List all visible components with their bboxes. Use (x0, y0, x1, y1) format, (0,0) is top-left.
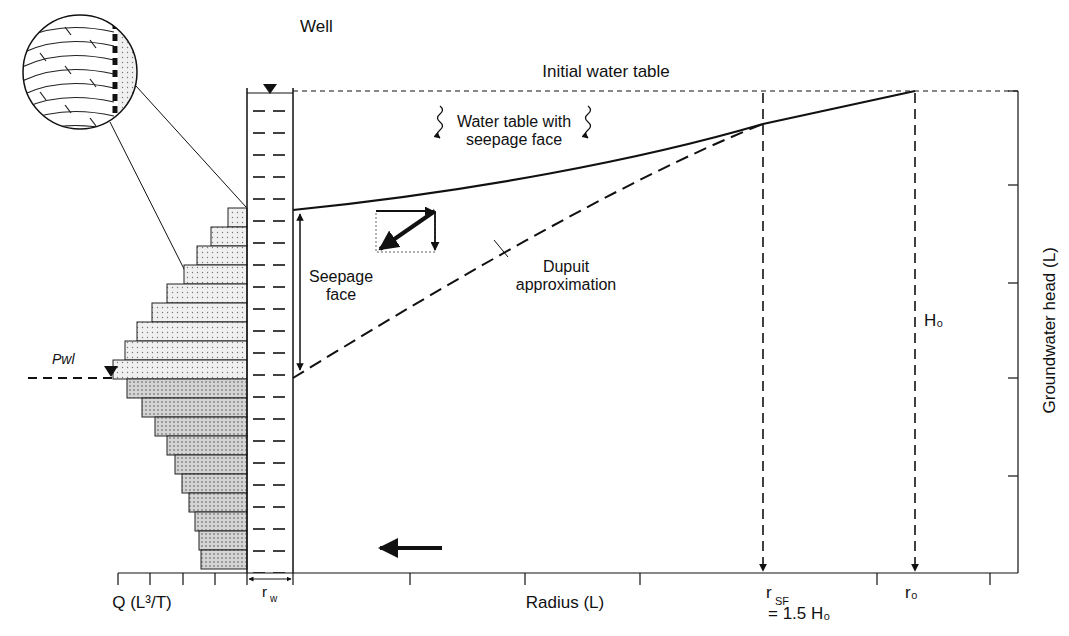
well-water (247, 100, 293, 573)
discharge-bar (175, 455, 247, 474)
seepage-face-arrow (299, 214, 301, 370)
rsf-line (762, 93, 764, 571)
soil-layer (20, 42, 114, 55)
flow-tick (40, 92, 46, 100)
seepage-label: Seepage face (306, 268, 376, 303)
radius-symbol: r (262, 584, 267, 601)
water-table-seepage (293, 91, 915, 210)
discharge-bar (125, 341, 247, 360)
well-wall (246, 88, 248, 573)
discharge-bar (152, 303, 247, 322)
soil-layer (20, 56, 114, 69)
discharge-bar (142, 398, 247, 417)
flow-tick (90, 79, 96, 87)
discharge-bar (197, 246, 247, 265)
discharge-bar (182, 474, 247, 493)
flow-tick (40, 14, 46, 22)
soil-layer (20, 112, 114, 125)
subscript: w (270, 593, 277, 604)
discharge-bar (167, 284, 247, 303)
flow-tick (90, 40, 96, 48)
water-level-symbol (263, 84, 277, 94)
discharge-bar (113, 360, 247, 379)
height-label: H₀ (924, 312, 943, 331)
flow-direction-arrow (380, 546, 442, 550)
discharge-bar (127, 379, 247, 398)
level-label: Pwl (52, 352, 75, 367)
curve-label: Water table with seepage face (452, 113, 576, 148)
flow-tick (65, 27, 71, 35)
radius-symbol: r (766, 584, 772, 603)
flow-tick (65, 66, 71, 74)
r0-line (914, 93, 916, 571)
discharge-bar (137, 322, 247, 341)
flow-tick (90, 118, 96, 126)
dupuit-curve (293, 124, 763, 378)
pumping-level-line (28, 377, 112, 379)
rw-dimension (249, 579, 291, 580)
discharge-bar (201, 550, 247, 569)
discharge-bar (199, 531, 247, 550)
curve-label: Dupuit approximation (510, 258, 622, 293)
discharge-bar (228, 208, 247, 227)
axis-title: Q (L³/T) (112, 594, 172, 613)
axes (118, 91, 1018, 585)
discharge-bars (113, 208, 247, 569)
inset-detail (20, 10, 246, 392)
discharge-bar (167, 436, 247, 455)
water-level-symbol (104, 366, 118, 377)
soil-layer (20, 14, 114, 27)
well-label: Well (300, 18, 333, 37)
discharge-bar (189, 493, 247, 512)
soil-layer (20, 70, 114, 83)
radius-symbol: r₀ (905, 584, 918, 603)
leader-line (494, 240, 508, 257)
well-wall (292, 88, 294, 573)
discharge-bar (211, 227, 247, 246)
axis-title: Radius (L) (526, 594, 604, 613)
discharge-bar (155, 417, 247, 436)
flow-tick (40, 53, 46, 61)
dimension-value: = 1.5 H₀ (768, 605, 830, 624)
flow-vectors (376, 211, 435, 252)
axis-title: Groundwater head (L) (1041, 247, 1060, 413)
axis-annotation: Initial water table (542, 63, 670, 82)
flow-tick (65, 105, 71, 113)
discharge-bar (195, 512, 247, 531)
discharge-bar (184, 265, 247, 284)
soil-layer (20, 84, 114, 97)
